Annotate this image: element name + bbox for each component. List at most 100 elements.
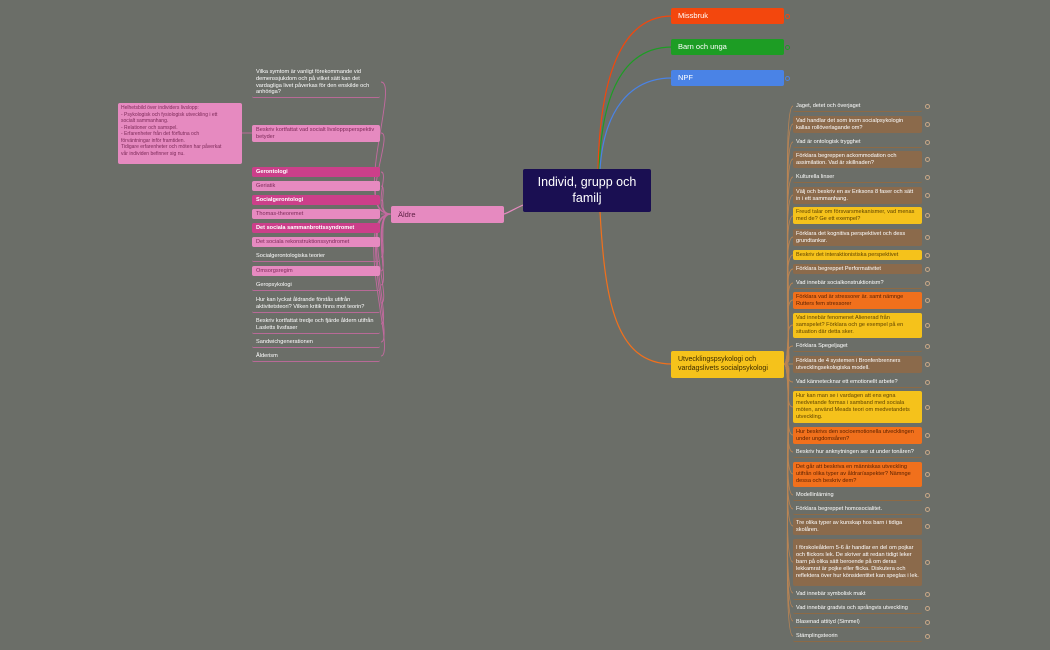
subtopic-label: Vad innebär socialkonstruktionism?: [796, 279, 884, 286]
subtopic-label: Sandwichgenerationen: [256, 338, 313, 345]
topic-missbruk[interactable]: Missbruk: [671, 8, 784, 24]
subtopic-utveckling[interactable]: Vad är ontologisk trygghet: [793, 137, 922, 148]
subtopic-aldre[interactable]: Det sociala rekonstruktionssyndromet: [252, 237, 380, 247]
subtopic-label: Förklara vad är stressorer är. samt nämn…: [796, 293, 904, 307]
collapse-toggle-icon[interactable]: [925, 620, 930, 625]
collapse-toggle-icon[interactable]: [925, 592, 930, 597]
subtopic-label: Förklara de 4 systemen i Bronfenbrenners…: [796, 357, 901, 371]
collapse-toggle-icon[interactable]: [925, 104, 930, 109]
collapse-toggle-icon[interactable]: [925, 140, 930, 145]
subtopic-utveckling[interactable]: Hur kan man se i vardagen att ens egna m…: [793, 391, 922, 423]
subtopic-label: Hur kan man se i vardagen att ens egna m…: [796, 393, 910, 420]
subtopic-label: Hur beskrivs den socioemotionella utveck…: [796, 428, 914, 442]
subtopic-utveckling[interactable]: Beskriv det interaktionistiska perspekti…: [793, 250, 922, 260]
subtopic-aldre[interactable]: Beskriv kortfattat vad socialt livslopps…: [252, 125, 380, 142]
subtopic-label: Förklara begreppet homosocialitet.: [796, 505, 883, 512]
subtopic-label: Beskriv kortfattat vad socialt livslopps…: [256, 126, 375, 140]
topic-utvecklingspsykologi[interactable]: Utvecklingspsykologi och vardagslivets s…: [671, 351, 784, 378]
subtopic-utveckling[interactable]: Det går att beskriva en människas utveck…: [793, 462, 922, 487]
subtopic-label: Socialgerontologiska teorier: [256, 252, 326, 259]
subtopic-utveckling[interactable]: Förklara vad är stressorer är. samt nämn…: [793, 292, 922, 309]
subtopic-aldre[interactable]: Gerontologi: [252, 167, 380, 177]
subtopic-utveckling[interactable]: Förklara de 4 systemen i Bronfenbrenners…: [793, 356, 922, 373]
subtopic-aldre[interactable]: Det sociala sammanbrottssyndromet: [252, 223, 380, 233]
subtopic-utveckling[interactable]: Välj och beskriv en av Eriksons 8 faser …: [793, 187, 922, 204]
collapse-toggle-icon[interactable]: [925, 193, 930, 198]
collapse-toggle-icon[interactable]: [925, 281, 930, 286]
subtopic-utveckling[interactable]: Freud talar om försvarsmekanismer, vad m…: [793, 207, 922, 224]
collapse-toggle-icon[interactable]: [925, 433, 930, 438]
subtopic-label: Välj och beskriv en av Eriksons 8 faser …: [796, 188, 914, 202]
collapse-toggle-icon[interactable]: [925, 298, 930, 303]
collapse-toggle-icon[interactable]: [785, 45, 790, 50]
subtopic-utveckling[interactable]: Vad innebär gradvis och språngvis utveck…: [793, 603, 922, 614]
collapse-toggle-icon[interactable]: [925, 266, 930, 272]
subtopic-utveckling[interactable]: Modellinlärning: [793, 490, 922, 501]
subtopic-utveckling[interactable]: Förklara begreppet homosocialitet.: [793, 504, 922, 515]
collapse-toggle-icon[interactable]: [925, 252, 930, 258]
subtopic-utveckling[interactable]: Kulturella linser: [793, 172, 922, 183]
subtopic-aldre[interactable]: Vilka symtom är vanligt förekommande vid…: [252, 68, 380, 98]
subtopic-utveckling[interactable]: Vad kännetecknar ett emotionellt arbete?: [793, 377, 922, 388]
subtopic-aldre[interactable]: Geriatik: [252, 181, 380, 191]
collapse-toggle-icon[interactable]: [925, 362, 930, 367]
subtopic-aldre[interactable]: Geropsykologi: [252, 280, 380, 291]
subtopic-utveckling[interactable]: Förklara det kognitiva perspektivet och …: [793, 229, 922, 246]
subtopic-label: Förklara det kognitiva perspektivet och …: [796, 230, 906, 244]
subtopic-utveckling[interactable]: Förklara Spegeljaget: [793, 341, 922, 352]
collapse-toggle-icon[interactable]: [785, 76, 790, 81]
collapse-toggle-icon[interactable]: [925, 560, 930, 565]
subtopic-aldre[interactable]: Ålderism: [252, 351, 380, 362]
topic-npf[interactable]: NPF: [671, 70, 784, 86]
subtopic-aldre[interactable]: Socialgerontologi: [252, 195, 380, 205]
subtopic-utveckling[interactable]: Blasenad attityd (Simmel): [793, 617, 922, 628]
collapse-toggle-icon[interactable]: [925, 122, 930, 127]
subtopic-utveckling[interactable]: Vad handlar det som inom socialpsykologi…: [793, 116, 922, 133]
collapse-toggle-icon[interactable]: [925, 634, 930, 639]
subtopic-label: Vad innebär symbolisk makt: [796, 590, 866, 597]
collapse-toggle-icon[interactable]: [925, 507, 930, 512]
collapse-toggle-icon[interactable]: [925, 344, 930, 349]
collapse-toggle-icon[interactable]: [925, 235, 930, 240]
central-topic-label: Individ, grupp och familj: [537, 174, 637, 205]
subtopic-label: Det går att beskriva en människas utveck…: [796, 464, 911, 484]
subtopic-utveckling[interactable]: Beskriv hur anknytningen ser ut under to…: [793, 447, 922, 458]
subtopic-utveckling[interactable]: Vad innebär socialkonstruktionism?: [793, 278, 922, 289]
subtopic-utveckling[interactable]: Tre olika typer av kunskap hos barn i ti…: [793, 518, 922, 535]
subtopic-utveckling[interactable]: Vad innebär symbolisk makt: [793, 589, 922, 600]
subtopic-utveckling[interactable]: Stämplingsteorin: [793, 631, 922, 642]
subtopic-aldre[interactable]: Sandwichgenerationen: [252, 337, 380, 348]
subtopic-aldre[interactable]: Hur kan lyckat åldrande förstås utifrån …: [252, 295, 380, 313]
subtopic-utveckling[interactable]: Förklara begreppen ackommodation och ass…: [793, 151, 922, 168]
subtopic-label: Det sociala rekonstruktionssyndromet: [256, 238, 350, 245]
subtopic-utveckling[interactable]: Förklara begreppet Performativitet: [793, 264, 922, 274]
note-line: vår individen befinner sig nu.: [121, 150, 185, 157]
collapse-toggle-icon[interactable]: [925, 213, 930, 218]
collapse-toggle-icon[interactable]: [925, 404, 930, 410]
collapse-toggle-icon[interactable]: [925, 157, 930, 162]
subtopic-label: Gerontologi: [256, 168, 288, 175]
subtopic-aldre[interactable]: Omsorgsregim: [252, 266, 380, 276]
collapse-toggle-icon[interactable]: [925, 472, 930, 477]
subtopic-utveckling[interactable]: Hur beskrivs den socioemotionella utveck…: [793, 427, 922, 444]
note-livslopp[interactable]: Helhetsbild över individers livslopp: - …: [118, 103, 242, 164]
topic-barn-och-unga[interactable]: Barn och unga: [671, 39, 784, 55]
subtopic-utveckling[interactable]: Vad innebär fenomenet Alienerad från sam…: [793, 313, 922, 338]
subtopic-aldre[interactable]: Beskriv kortfattat tredje och fjärde åld…: [252, 316, 380, 334]
collapse-toggle-icon[interactable]: [925, 524, 930, 529]
subtopic-utveckling[interactable]: I förskoleåldern 5-6 år handlar en del o…: [793, 539, 922, 586]
subtopic-utveckling[interactable]: Jaget, detet och överjaget: [793, 101, 922, 112]
subtopic-aldre[interactable]: Thomas-theoremet: [252, 209, 380, 219]
collapse-toggle-icon[interactable]: [925, 323, 930, 328]
collapse-toggle-icon[interactable]: [925, 380, 930, 385]
collapse-toggle-icon[interactable]: [785, 14, 790, 19]
topic-aldre[interactable]: Äldre: [391, 206, 504, 223]
note-line: - Psykologisk och fysiologisk utveckling…: [121, 111, 218, 118]
subtopic-aldre[interactable]: Socialgerontologiska teorier: [252, 251, 380, 262]
central-topic[interactable]: Individ, grupp och familj: [523, 169, 651, 212]
collapse-toggle-icon[interactable]: [925, 493, 930, 498]
collapse-toggle-icon[interactable]: [925, 175, 930, 180]
subtopic-label: Förklara begreppen ackommodation och ass…: [796, 152, 897, 166]
collapse-toggle-icon[interactable]: [925, 450, 930, 455]
collapse-toggle-icon[interactable]: [925, 606, 930, 611]
